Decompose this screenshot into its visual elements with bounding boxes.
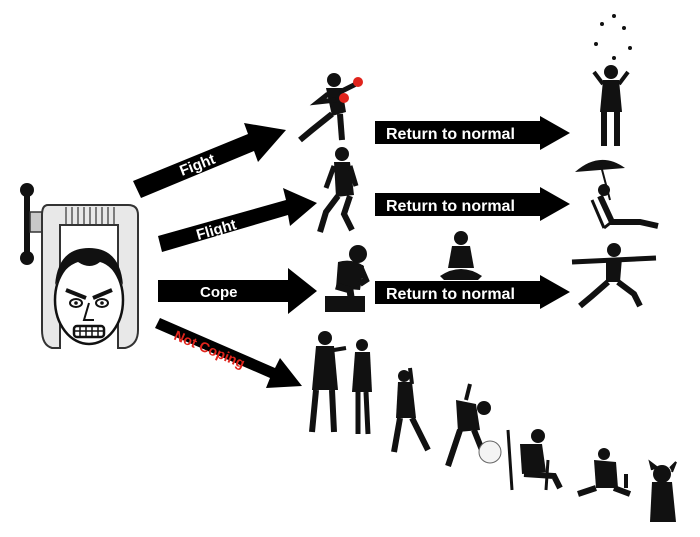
yoga-pose-silhouette-icon <box>571 243 657 309</box>
return-to-normal-arrow-2: Return to normal <box>375 187 570 221</box>
fight-arrow: Fight <box>133 123 286 198</box>
boxer-silhouette-icon <box>298 73 363 143</box>
return-to-normal-label-2: Return to normal <box>386 198 515 215</box>
return-to-normal-label-1: Return to normal <box>386 126 515 143</box>
stressed-man-in-vice-icon <box>20 183 139 349</box>
drinking-man-icon <box>391 367 431 453</box>
flight-label: Flight <box>194 216 238 244</box>
fight-label: Fight <box>177 151 217 180</box>
dog-silhouette-icon <box>648 459 677 522</box>
runner-silhouette-icon <box>317 147 359 233</box>
arguing-couple-icon <box>309 331 372 435</box>
return-to-normal-label-3: Return to normal <box>386 286 515 303</box>
not-coping-label: Not Coping <box>172 327 248 371</box>
return-to-normal-arrow-1: Return to normal <box>375 116 570 150</box>
cope-arrow: Cope <box>158 268 317 314</box>
cope-label: Cope <box>200 284 238 301</box>
juggling-woman-silhouette-icon <box>592 14 632 146</box>
flight-arrow: Flight <box>158 188 317 252</box>
return-to-normal-arrow-3: Return to normal <box>375 275 570 309</box>
slumped-man-icon <box>577 448 632 497</box>
not-coping-arrow: Not Coping <box>155 318 302 388</box>
despairing-seated-icon <box>506 429 563 491</box>
drunk-falling-icon <box>445 383 502 467</box>
meditating-person-silhouette-icon <box>440 231 482 280</box>
person-under-umbrella-icon <box>575 159 659 230</box>
thinker-statue-silhouette-icon <box>325 245 370 312</box>
